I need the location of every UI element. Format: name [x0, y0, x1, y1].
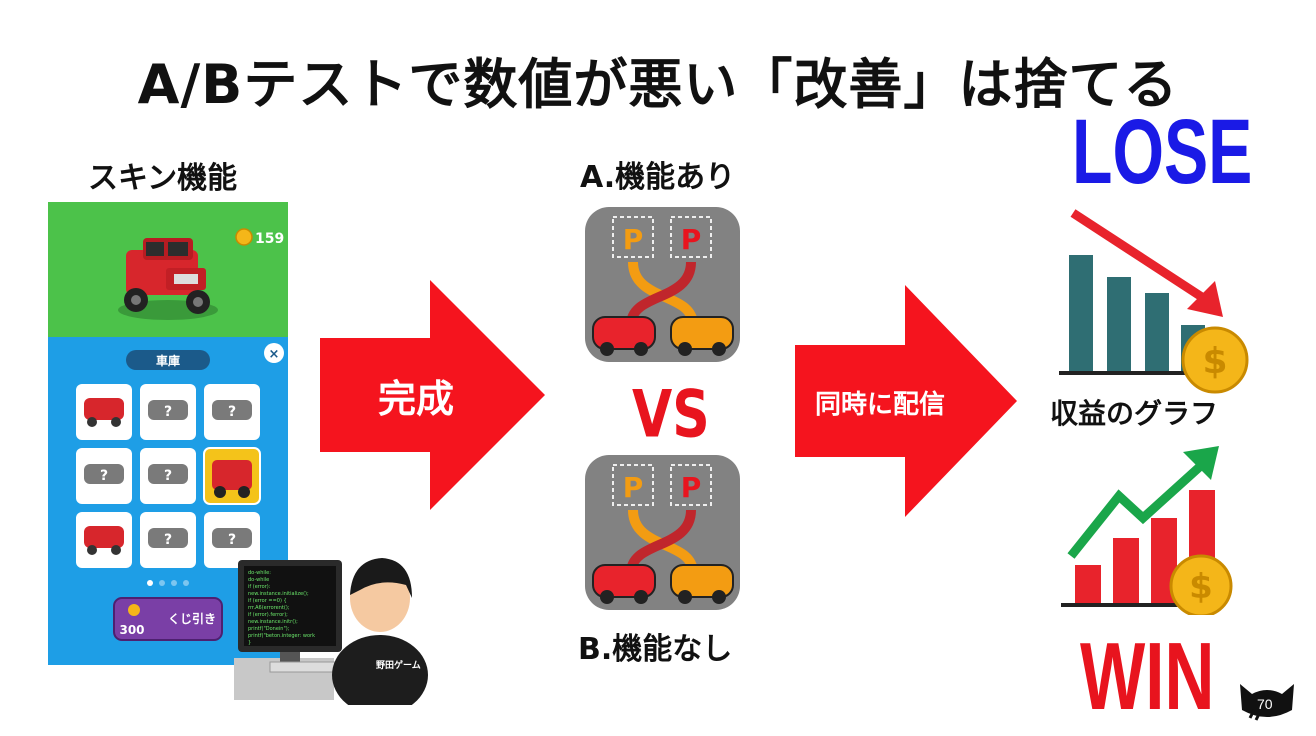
svg-text:if (error ==0) {: if (error ==0) {	[248, 598, 287, 604]
code-lines: do-while: do-while if (error): new.insta…	[248, 570, 315, 646]
svg-text:if (error).ferror);: if (error).ferror);	[248, 612, 288, 618]
arrow-distribute-label: 同時に配信	[815, 390, 946, 420]
app-icon-a: P P	[585, 207, 740, 362]
arrow-complete: 完成	[320, 280, 545, 510]
svg-text:new.instance.initialize();: new.instance.initialize();	[248, 591, 309, 597]
svg-text:?: ?	[164, 532, 172, 548]
close-icon	[264, 343, 284, 363]
decreasing-revenue-graph: $	[1055, 205, 1255, 395]
svg-text:}: }	[248, 640, 251, 646]
revenue-graph-label: 収益のグラフ	[1050, 397, 1219, 430]
win-label: WIN	[1080, 623, 1215, 730]
programmer-illustration: do-while: do-while if (error): new.insta…	[230, 540, 430, 715]
arrow-complete-label: 完成	[378, 377, 455, 421]
svg-text:do-while: do-while	[248, 577, 269, 583]
jeep-illustration	[118, 238, 218, 320]
svg-text:rrr.A6(errorent();: rrr.A6(errorent();	[248, 605, 290, 611]
svg-text:$: $	[1202, 341, 1227, 382]
coin-count: 159	[255, 231, 284, 247]
page-number-badge: 70	[1236, 680, 1298, 724]
variant-b-label: B.機能なし	[578, 632, 733, 667]
coin-icon	[1181, 326, 1249, 394]
skin-grid: ?? ?? ??	[76, 384, 261, 568]
gacha-label: くじ引き	[168, 612, 216, 626]
svg-text:$: $	[1189, 567, 1213, 607]
increasing-revenue-graph: $	[1055, 440, 1255, 618]
variant-a-label: A.機能あり	[580, 160, 736, 195]
svg-text:?: ?	[164, 404, 172, 420]
page-number: 70	[1257, 696, 1273, 712]
svg-text:do-while:: do-while:	[248, 570, 271, 576]
svg-text:printf("beton.integer: work: printf("beton.integer: work	[248, 633, 315, 639]
svg-text:×: ×	[269, 347, 280, 362]
gacha-price: 300	[119, 623, 144, 637]
vs-label: VS	[632, 377, 710, 453]
shirt-text: 野田ゲーム	[376, 659, 421, 671]
svg-text:if (error):: if (error):	[248, 584, 271, 590]
svg-text:?: ?	[228, 404, 236, 420]
svg-text:?: ?	[100, 468, 108, 484]
svg-text:P: P	[623, 223, 644, 256]
lose-label: LOSE	[1072, 101, 1253, 203]
svg-text:?: ?	[228, 532, 236, 548]
svg-text:P: P	[681, 471, 702, 504]
svg-text:new.instance.initr();: new.instance.initr();	[248, 619, 298, 625]
garage-title: 車庫	[156, 353, 180, 368]
svg-text:P: P	[623, 471, 644, 504]
svg-text:P: P	[681, 223, 702, 256]
arrow-distribute: 同時に配信	[795, 285, 1017, 517]
coin-icon	[235, 228, 253, 246]
app-icon-b: P P	[585, 455, 740, 610]
skin-feature-label: スキン機能	[88, 161, 238, 196]
svg-text:printf("Donein");: printf("Donein");	[248, 626, 290, 632]
slide-title: A/Bテストで数値が悪い「改善」は捨てる	[137, 53, 1179, 116]
svg-text:?: ?	[164, 468, 172, 484]
